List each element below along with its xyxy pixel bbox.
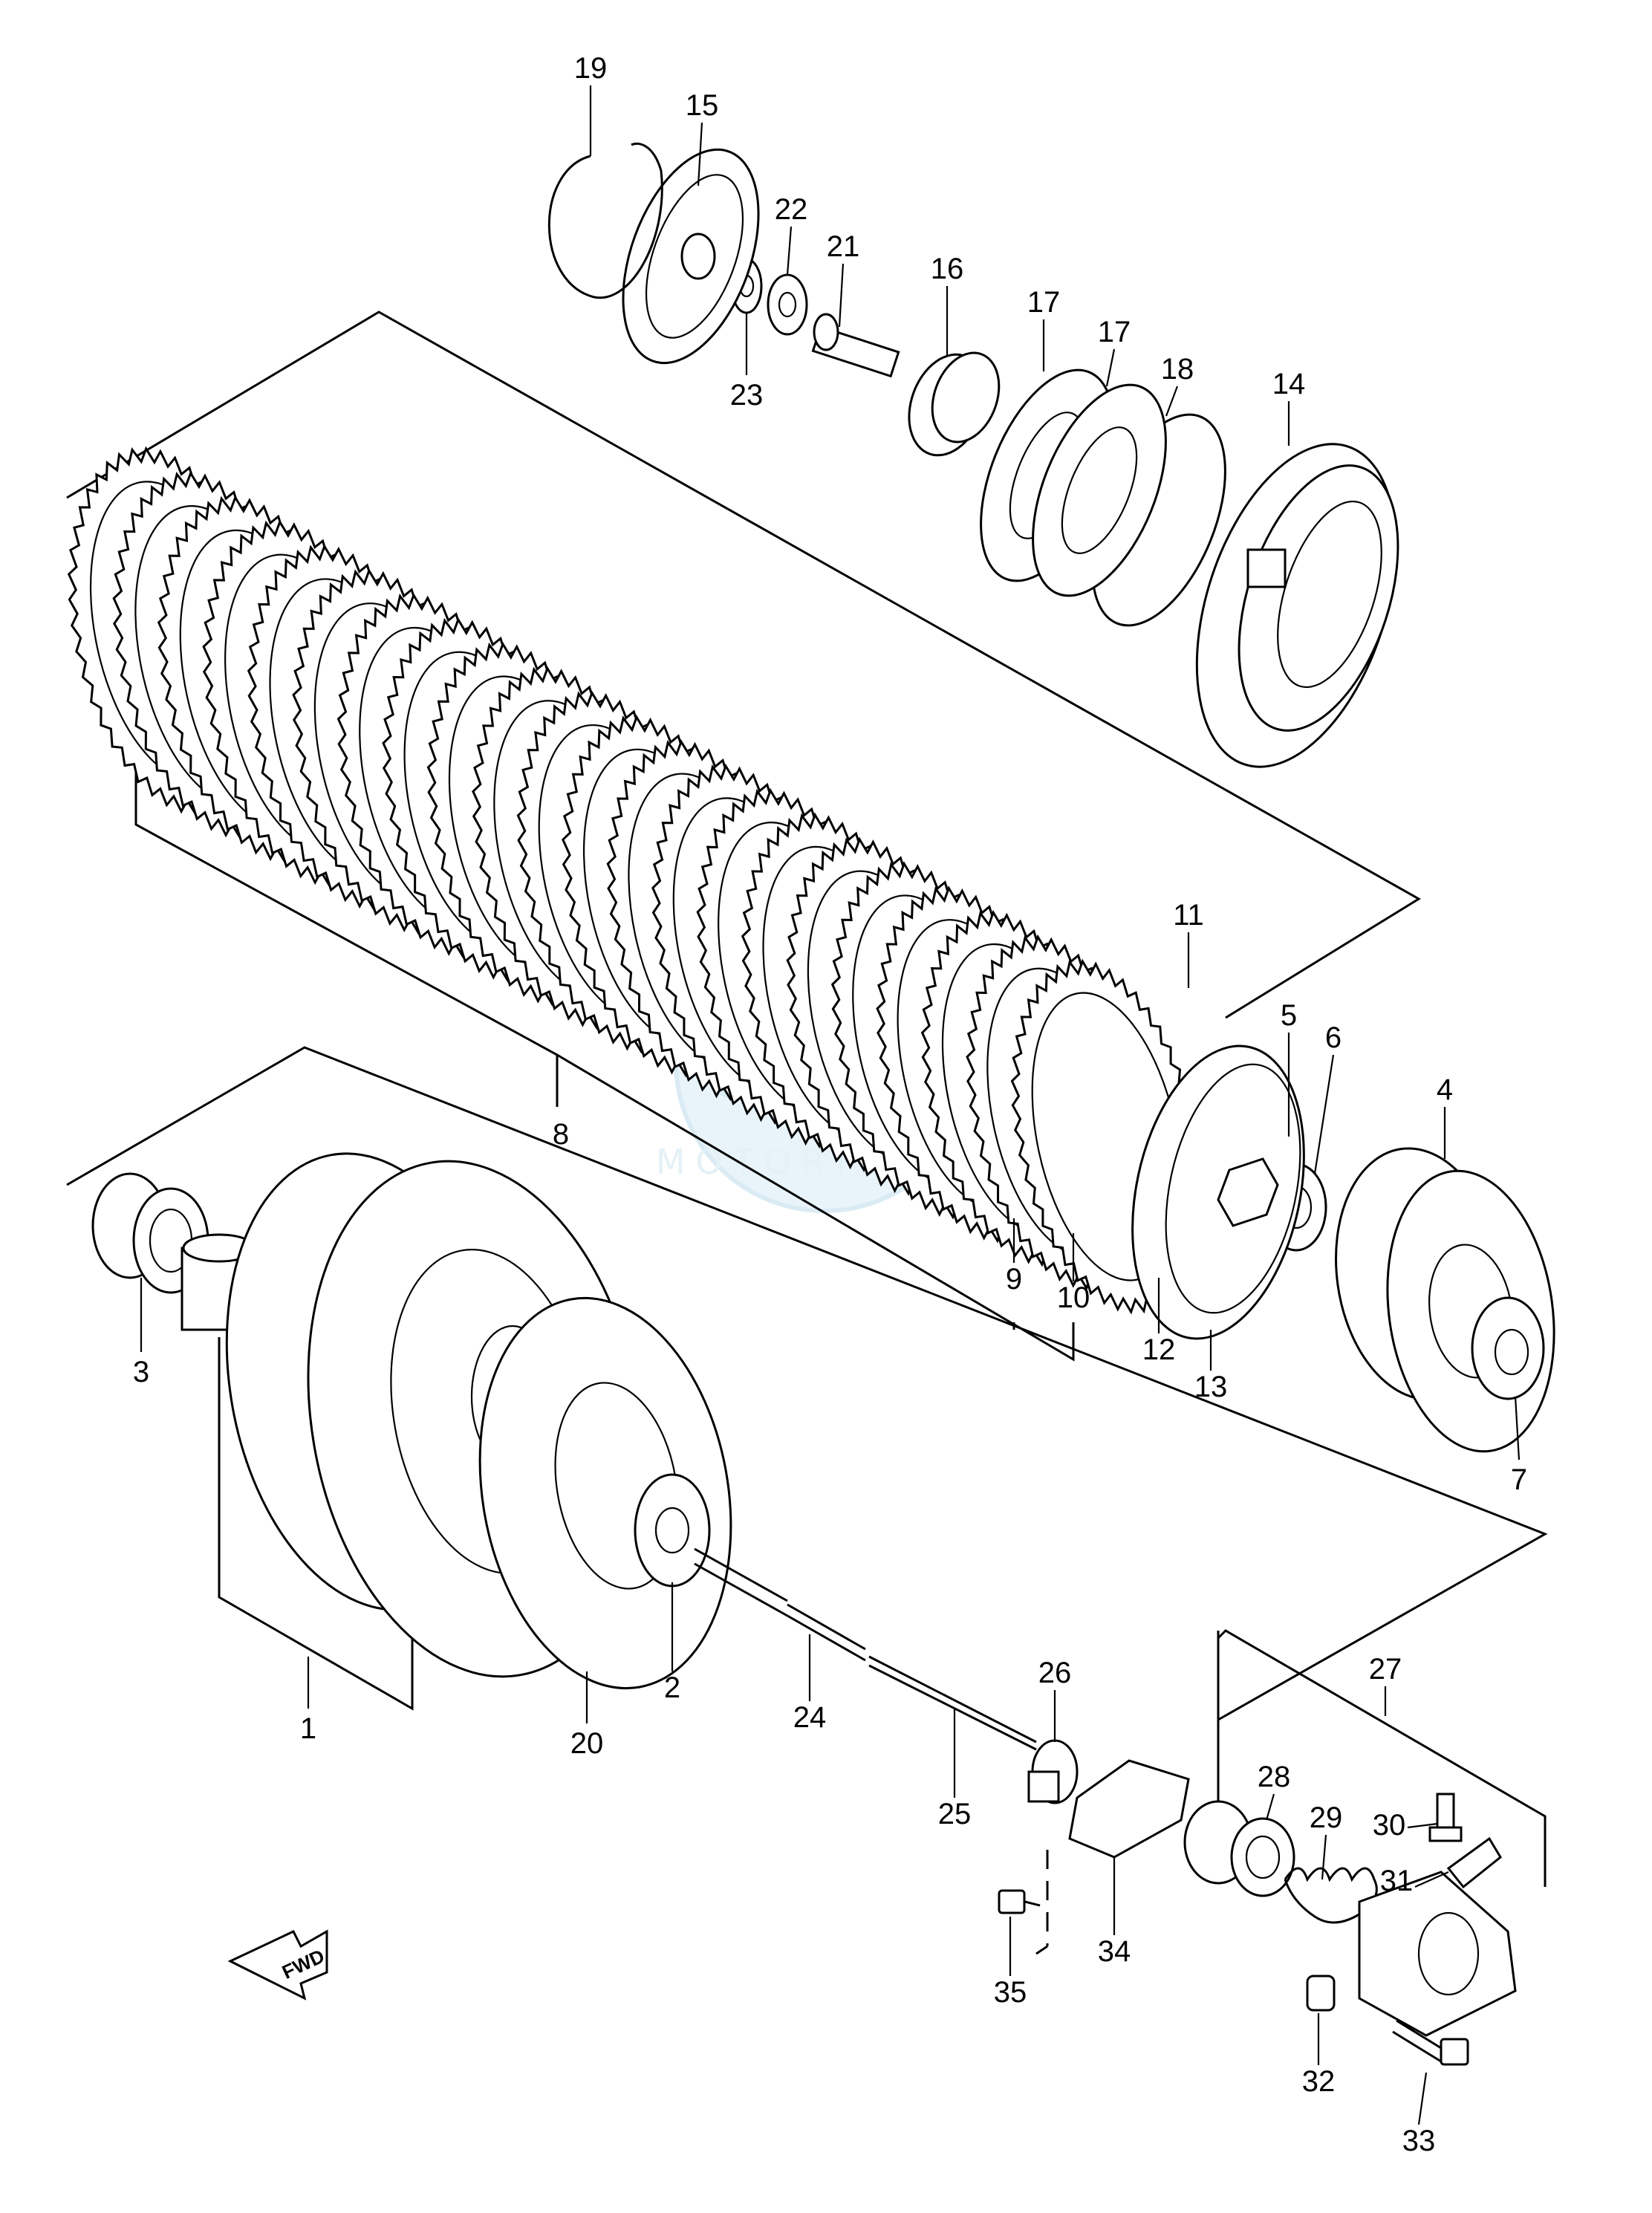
label-20: 20 — [570, 1727, 604, 1760]
part-15-lifter-plate — [622, 148, 760, 365]
part-4-clutch-hub — [1335, 1147, 1555, 1453]
label-25: 25 — [938, 1798, 972, 1830]
label-4: 4 — [1437, 1073, 1453, 1106]
part-22-lock-washer — [767, 273, 808, 336]
leader-line — [1417, 2072, 1428, 2125]
part-26-piston — [1027, 1739, 1079, 1804]
label-10: 10 — [1057, 1281, 1090, 1314]
leader-line — [697, 122, 703, 186]
leader-line — [1313, 1054, 1335, 1174]
label-31: 31 — [1380, 1865, 1414, 1897]
part-30-bleeder — [1428, 1793, 1463, 1842]
part-28-seal — [1183, 1800, 1295, 1897]
leader-line — [786, 226, 793, 276]
part-5-nut — [1217, 1157, 1279, 1227]
part-labels: 1 2 3 4 5 6 7 8 9 10 11 12 13 14 15 16 1… — [133, 52, 1527, 2157]
label-21: 21 — [827, 230, 860, 263]
label-8: 8 — [553, 1118, 569, 1151]
label-12: 12 — [1142, 1333, 1176, 1366]
leader-lines — [140, 85, 1521, 2125]
part-7-washer — [1471, 1296, 1545, 1400]
label-35: 35 — [994, 1976, 1027, 2009]
label-7: 7 — [1511, 1463, 1527, 1496]
label-34: 34 — [1098, 1935, 1131, 1968]
part-3-needle-bearing — [91, 1172, 209, 1294]
part-13-plate — [1131, 1044, 1305, 1340]
clutch-plates-stack — [67, 446, 1203, 1315]
label-30: 30 — [1373, 1809, 1406, 1842]
label-18: 18 — [1161, 353, 1194, 386]
leader-line — [838, 263, 845, 328]
label-6: 6 — [1325, 1021, 1342, 1054]
part-29-spring — [1284, 1867, 1378, 1924]
group-brackets — [66, 311, 1548, 1955]
part-20-starter-gear — [478, 1296, 732, 1690]
part-19-circlip — [547, 142, 663, 299]
label-11: 11 — [1173, 899, 1204, 932]
part-2-spacer — [634, 1473, 711, 1588]
part-34-gasket — [1068, 1759, 1190, 1859]
label-28: 28 — [1258, 1761, 1291, 1793]
label-22: 22 — [775, 193, 808, 226]
label-2: 2 — [664, 1671, 680, 1704]
leader-line — [1414, 1871, 1449, 1888]
label-15: 15 — [686, 89, 719, 122]
label-9: 9 — [1006, 1263, 1022, 1296]
leader-line — [1265, 1793, 1275, 1821]
part-14-pressure-plate — [1195, 443, 1399, 768]
label-27: 27 — [1369, 1653, 1402, 1686]
part-24-pushrod — [694, 1547, 866, 1662]
label-19: 19 — [574, 52, 608, 85]
part-21-bolt — [811, 313, 900, 378]
part-16-locknut — [908, 351, 1001, 457]
label-3: 3 — [133, 1356, 149, 1388]
label-16: 16 — [931, 253, 964, 285]
leader-line — [1514, 1396, 1521, 1460]
part-17-washers — [980, 368, 1167, 597]
leader-line — [1321, 1834, 1327, 1880]
part-25-pushrod — [868, 1655, 1037, 1751]
fwd-arrow: FWD — [227, 1929, 328, 2001]
label-33: 33 — [1402, 2125, 1436, 2157]
part-32-dowel — [1306, 1975, 1336, 2012]
label-24: 24 — [793, 1701, 827, 1734]
leader-line — [1407, 1822, 1438, 1829]
label-13: 13 — [1194, 1371, 1228, 1403]
label-23: 23 — [730, 379, 764, 412]
label-5: 5 — [1281, 999, 1297, 1032]
part-31-bleeder-cap — [1446, 1836, 1502, 1889]
part-33-bolt — [1392, 2019, 1469, 2066]
part-27-slave-cylinder — [1358, 1871, 1517, 2037]
label-29: 29 — [1310, 1801, 1343, 1834]
label-32: 32 — [1302, 2065, 1336, 2098]
label-1: 1 — [300, 1712, 316, 1745]
label-17b: 17 — [1098, 316, 1131, 348]
part-35-bolt — [998, 1889, 1041, 1914]
leader-line — [1165, 386, 1179, 417]
label-14: 14 — [1272, 368, 1306, 400]
leader-line — [1105, 348, 1116, 387]
label-26: 26 — [1038, 1657, 1072, 1689]
label-17a: 17 — [1027, 286, 1061, 319]
